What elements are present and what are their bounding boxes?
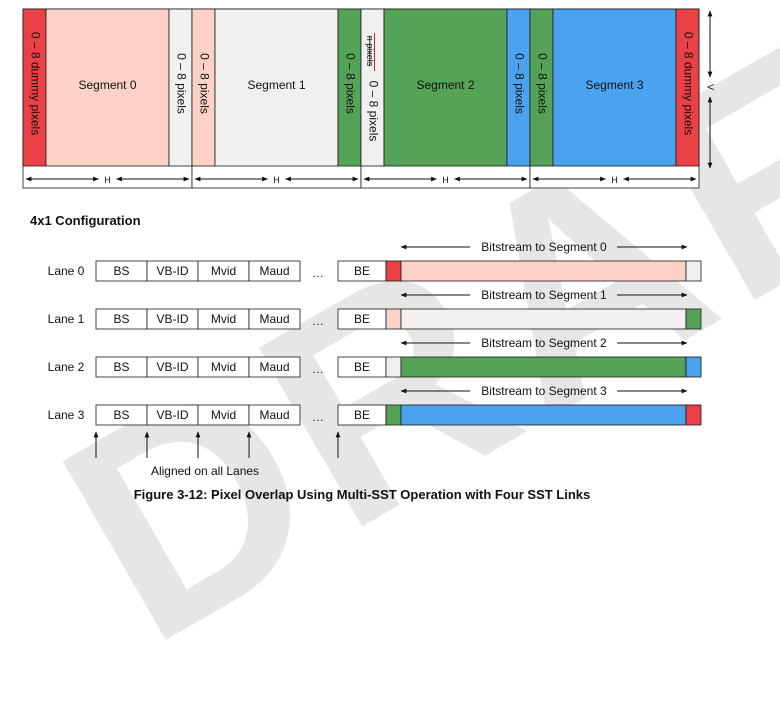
be-label: BE [354, 312, 370, 326]
ellipsis: … [312, 266, 324, 280]
alignment-markers: Aligned on all Lanes [93, 431, 341, 478]
segment-label: Segment 2 [416, 78, 474, 92]
lane-overlap-head [385, 308, 402, 330]
segment-body [214, 8, 339, 167]
configuration-title: 4x1 Configuration [30, 213, 141, 228]
width-label: H [104, 175, 111, 185]
lane-overlap-tail [685, 404, 702, 426]
lane-3: Lane 3 BS VB-ID Mvid Maud … BE Bitstream to Seg… [48, 384, 702, 426]
bitstream-label: Bitstream to Segment 3 [481, 384, 607, 398]
lane-overlap-head [385, 356, 402, 378]
header-cell-label: Mvid [211, 264, 236, 278]
bitstream-label: Bitstream to Segment 2 [481, 336, 607, 350]
segment-body [45, 8, 170, 167]
ellipsis: … [312, 362, 324, 376]
header-cell-label: Maud [259, 408, 289, 422]
segment-2: Segment 2 0 – 8 pixels 0 – 8 pixels n pixel… [360, 8, 531, 189]
lane-2: Lane 2 BS VB-ID Mvid Maud … BE Bitstream to Seg… [48, 336, 702, 378]
ellipsis: … [312, 314, 324, 328]
left-strip-label: 0 – 8 pixels [535, 53, 549, 114]
header-cell-label: VB-ID [156, 264, 188, 278]
lane-0: Lane 0 BS VB-ID Mvid Maud … BE Bitstream to Seg… [48, 240, 702, 282]
header-cell-label: VB-ID [156, 312, 188, 326]
segment-body [383, 8, 508, 167]
figure-caption: Figure 3-12: Pixel Overlap Using Multi-S… [134, 487, 591, 502]
right-strip-label: 0 – 8 pixels [343, 53, 357, 114]
segment-body [552, 8, 677, 167]
header-cell [248, 356, 301, 378]
header-cell-label: Mvid [211, 408, 236, 422]
right-strip-label: 0 – 8 dummy pixels [681, 32, 695, 135]
segment-3: Segment 3 0 – 8 pixels 0 – 8 dummy pixelsH… [529, 8, 716, 189]
struck-out-label: n pixels [365, 36, 375, 67]
pixel-overlap-diagram: Segment 0 0 – 8 dummy pixels 0 – 8 pixelsH… [22, 8, 716, 502]
lane-overlap-tail [685, 308, 702, 330]
lane-pixel-data [400, 308, 687, 330]
aligned-label: Aligned on all Lanes [151, 464, 259, 478]
header-cell-label: BS [113, 312, 129, 326]
height-label: V [706, 84, 716, 90]
bitstream-label: Bitstream to Segment 1 [481, 288, 607, 302]
segment-label: Segment 1 [247, 78, 305, 92]
right-strip-label: 0 – 8 pixels [512, 53, 526, 114]
lane-overlap-tail [685, 356, 702, 378]
bitstream-label: Bitstream to Segment 0 [481, 240, 607, 254]
header-cell-label: BS [113, 408, 129, 422]
left-strip-label: 0 – 8 pixels [197, 53, 211, 114]
lane-label: Lane 2 [48, 360, 85, 374]
header-cell [248, 308, 301, 330]
segments-group: Segment 0 0 – 8 dummy pixels 0 – 8 pixelsH… [22, 8, 716, 189]
header-cell-label: Maud [259, 264, 289, 278]
header-cell-label: BS [113, 360, 129, 374]
be-label: BE [354, 264, 370, 278]
left-strip-label: 0 – 8 dummy pixels [28, 32, 42, 135]
header-cell-label: Mvid [211, 312, 236, 326]
width-label: H [442, 175, 449, 185]
width-label: H [611, 175, 618, 185]
lane-label: Lane 0 [48, 264, 85, 278]
segment-label: Segment 3 [585, 78, 643, 92]
header-cell [248, 404, 301, 426]
lane-pixel-data [400, 404, 687, 426]
right-overlap-strip [675, 8, 700, 167]
be-label: BE [354, 408, 370, 422]
header-cell-label: VB-ID [156, 408, 188, 422]
header-cell [248, 260, 301, 282]
right-strip-label: 0 – 8 pixels [174, 53, 188, 114]
be-label: BE [354, 360, 370, 374]
lane-1: Lane 1 BS VB-ID Mvid Maud … BE Bitstream to Seg… [48, 288, 702, 330]
ellipsis: … [312, 410, 324, 424]
lane-overlap-head [385, 260, 402, 282]
lane-overlap-head [385, 404, 402, 426]
lane-pixel-data [400, 356, 687, 378]
lane-label: Lane 1 [48, 312, 85, 326]
lane-label: Lane 3 [48, 408, 85, 422]
header-cell-label: BS [113, 264, 129, 278]
header-cell-label: Mvid [211, 360, 236, 374]
lane-overlap-tail [685, 260, 702, 282]
header-cell-label: Maud [259, 312, 289, 326]
lane-pixel-data [400, 260, 687, 282]
width-label: H [273, 175, 280, 185]
left-strip-label: 0 – 8 pixels [366, 81, 380, 142]
header-cell-label: VB-ID [156, 360, 188, 374]
segment-label: Segment 0 [78, 78, 136, 92]
header-cell-label: Maud [259, 360, 289, 374]
